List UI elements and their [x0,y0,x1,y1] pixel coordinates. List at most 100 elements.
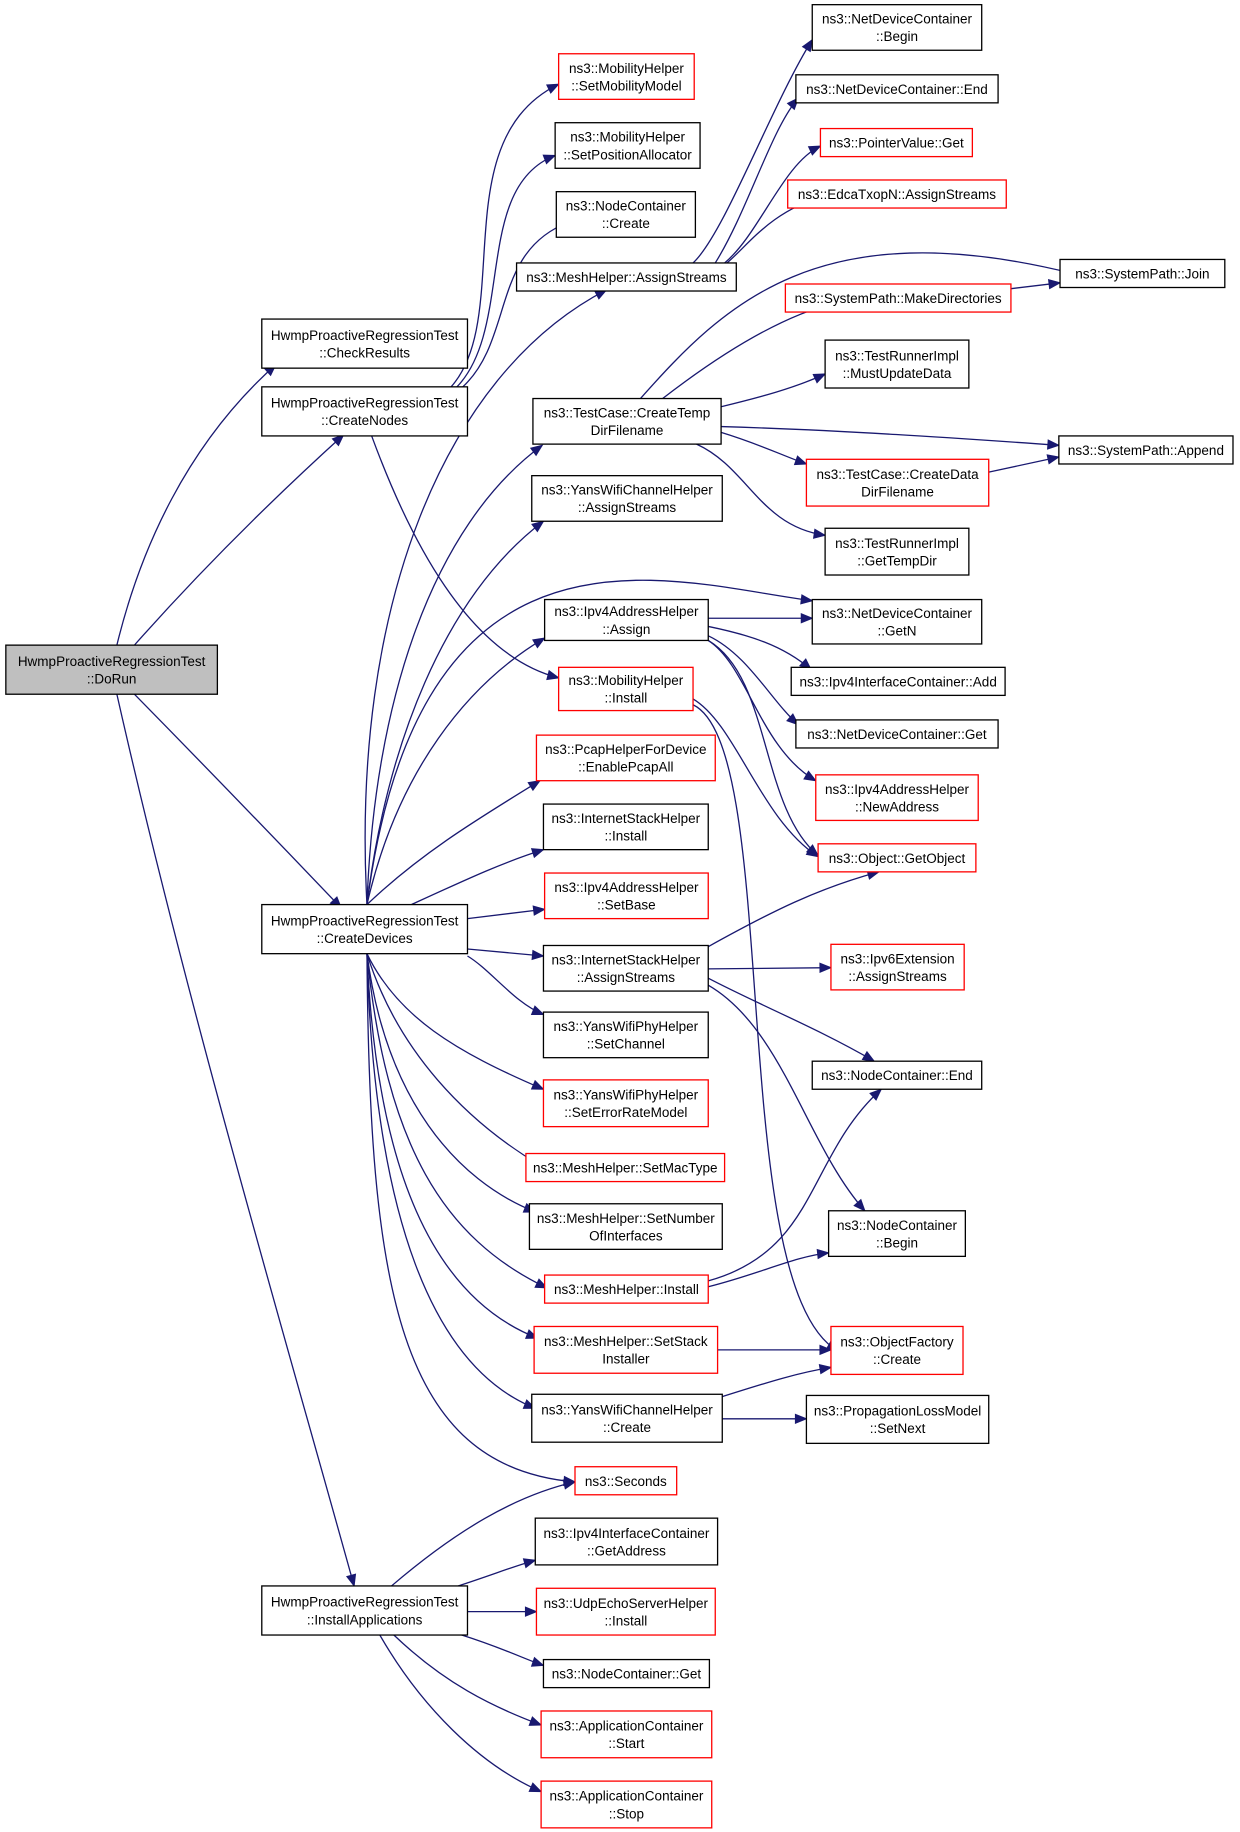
node-createdevices[interactable]: HwmpProactiveRegressionTest::CreateDevic… [261,903,469,955]
node-ipv6ext_assign[interactable]: ns3::Ipv6Extension::AssignStreams [830,943,965,991]
node-box[interactable] [805,458,990,507]
node-pv_get[interactable]: ns3::PointerValue::Get [819,127,974,158]
node-box[interactable] [5,644,219,695]
node-box[interactable] [542,1658,711,1689]
node-ipv4ic_getaddr[interactable]: ns3::Ipv4InterfaceContainer::GetAddress [534,1517,719,1566]
node-nc_begin[interactable]: ns3::NodeContainer::Begin [827,1210,966,1258]
node-box[interactable] [535,1587,716,1636]
node-tri_mustupdate[interactable]: ns3::TestRunnerImpl::MustUpdateData [824,339,970,389]
node-box[interactable] [535,734,716,782]
node-box[interactable] [574,1466,678,1496]
node-tri_gettemp[interactable]: ns3::TestRunnerImpl::GetTempDir [824,527,970,576]
node-obj_getobject[interactable]: ns3::Object::GetObject [817,843,977,873]
node-box[interactable] [811,4,983,51]
node-box[interactable] [543,872,709,920]
node-box[interactable] [1058,435,1234,465]
node-ywch_assign[interactable]: ns3::YansWifiChannelHelper::AssignStream… [531,475,723,522]
node-box[interactable] [815,774,979,822]
node-box[interactable] [543,598,709,642]
node-mob_setmodel[interactable]: ns3::MobilityHelper::SetMobilityModel [557,53,695,100]
node-box[interactable] [830,943,965,991]
node-box[interactable] [787,179,1007,209]
node-app_stop[interactable]: ns3::ApplicationContainer::Stop [540,1780,713,1829]
node-box[interactable] [542,944,709,992]
node-sp_append[interactable]: ns3::SystemPath::Append [1058,435,1234,465]
node-ipv4ah_setbase[interactable]: ns3::Ipv4AddressHelper::SetBase [543,872,709,920]
node-box[interactable] [534,1517,719,1566]
node-of_create[interactable]: ns3::ObjectFactory::Create [830,1325,964,1376]
node-box[interactable] [261,1585,469,1636]
node-ipv4ah_assign[interactable]: ns3::Ipv4AddressHelper::Assign [543,598,709,642]
node-box[interactable] [542,1011,709,1059]
node-sp_join[interactable]: ns3::SystemPath::Join [1059,258,1226,289]
node-box[interactable] [784,283,1012,313]
node-box[interactable] [790,666,1006,697]
node-ndc_get[interactable]: ns3::NetDeviceContainer::Get [795,719,999,749]
node-ndc_begin[interactable]: ns3::NetDeviceContainer::Begin [811,4,983,51]
node-seconds[interactable]: ns3::Seconds [574,1466,678,1496]
node-box[interactable] [795,74,999,104]
node-pcap_enable[interactable]: ns3::PcapHelperForDevice::EnablePcapAll [535,734,716,782]
node-ywph_setchannel[interactable]: ns3::YansWifiPhyHelper::SetChannel [542,1011,709,1059]
node-edca_assign[interactable]: ns3::EdcaTxopN::AssignStreams [787,179,1007,209]
node-box[interactable] [528,1203,723,1251]
node-ipv4ic_add[interactable]: ns3::Ipv4InterfaceContainer::Add [790,666,1006,697]
node-checkresults[interactable]: HwmpProactiveRegressionTest::CheckResult… [261,318,469,369]
node-box[interactable] [531,1393,723,1443]
node-box[interactable] [261,318,469,369]
node-box[interactable] [540,1710,713,1759]
node-nc_create[interactable]: ns3::NodeContainer::Create [555,191,697,238]
node-sp_makedirs[interactable]: ns3::SystemPath::MakeDirectories [784,283,1012,313]
node-box[interactable] [542,803,709,851]
node-box[interactable] [542,1079,709,1128]
node-mesh_assign[interactable]: ns3::MeshHelper::AssignStreams [515,262,737,292]
node-mob_setpos[interactable]: ns3::MobilityHelper::SetPositionAllocato… [554,122,701,169]
node-box[interactable] [827,1210,966,1258]
node-nc_get[interactable]: ns3::NodeContainer::Get [542,1658,711,1689]
node-box[interactable] [532,397,722,445]
node-box[interactable] [819,127,974,158]
node-box[interactable] [795,719,999,749]
node-box[interactable] [811,1060,983,1090]
node-ish_assign[interactable]: ns3::InternetStackHelper::AssignStreams [542,944,709,992]
node-nc_end[interactable]: ns3::NodeContainer::End [811,1060,983,1090]
node-box[interactable] [533,1325,719,1374]
node-box[interactable] [540,1780,713,1829]
node-createnodes[interactable]: HwmpProactiveRegressionTest::CreateNodes [261,386,469,437]
node-plm_setnext[interactable]: ns3::PropagationLossModel::SetNext [805,1394,990,1445]
node-box[interactable] [531,475,723,522]
node-box[interactable] [824,339,970,389]
node-box[interactable] [555,191,697,238]
node-box[interactable] [515,262,737,292]
node-box[interactable] [817,843,977,873]
node-ywch_create[interactable]: ns3::YansWifiChannelHelper::Create [531,1393,723,1443]
node-ipv4ah_newaddr[interactable]: ns3::Ipv4AddressHelper::NewAddress [815,774,979,822]
node-mob_install[interactable]: ns3::MobilityHelper::Install [557,666,694,712]
node-box[interactable] [525,1152,726,1183]
node-box[interactable] [830,1325,964,1376]
node-box[interactable] [557,53,695,100]
node-box[interactable] [554,122,701,169]
node-ywph_seterr[interactable]: ns3::YansWifiPhyHelper::SetErrorRateMode… [542,1079,709,1128]
node-mesh_install[interactable]: ns3::MeshHelper::Install [543,1274,709,1304]
node-udpecho_install[interactable]: ns3::UdpEchoServerHelper::Install [535,1587,716,1636]
node-box[interactable] [261,386,469,437]
node-box[interactable] [1059,258,1226,289]
node-app_start[interactable]: ns3::ApplicationContainer::Start [540,1710,713,1759]
node-box[interactable] [557,666,694,712]
node-box[interactable] [261,903,469,955]
node-installapps[interactable]: HwmpProactiveRegressionTest::InstallAppl… [261,1585,469,1636]
node-ish_install[interactable]: ns3::InternetStackHelper::Install [542,803,709,851]
node-dorun[interactable]: HwmpProactiveRegressionTest::DoRun [5,644,219,695]
node-box[interactable] [543,1274,709,1304]
node-ndc_end[interactable]: ns3::NetDeviceContainer::End [795,74,999,104]
node-mesh_setmac[interactable]: ns3::MeshHelper::SetMacType [525,1152,726,1183]
node-box[interactable] [811,598,983,645]
node-box[interactable] [805,1394,990,1445]
node-box[interactable] [824,527,970,576]
node-ndc_getn[interactable]: ns3::NetDeviceContainer::GetN [811,598,983,645]
